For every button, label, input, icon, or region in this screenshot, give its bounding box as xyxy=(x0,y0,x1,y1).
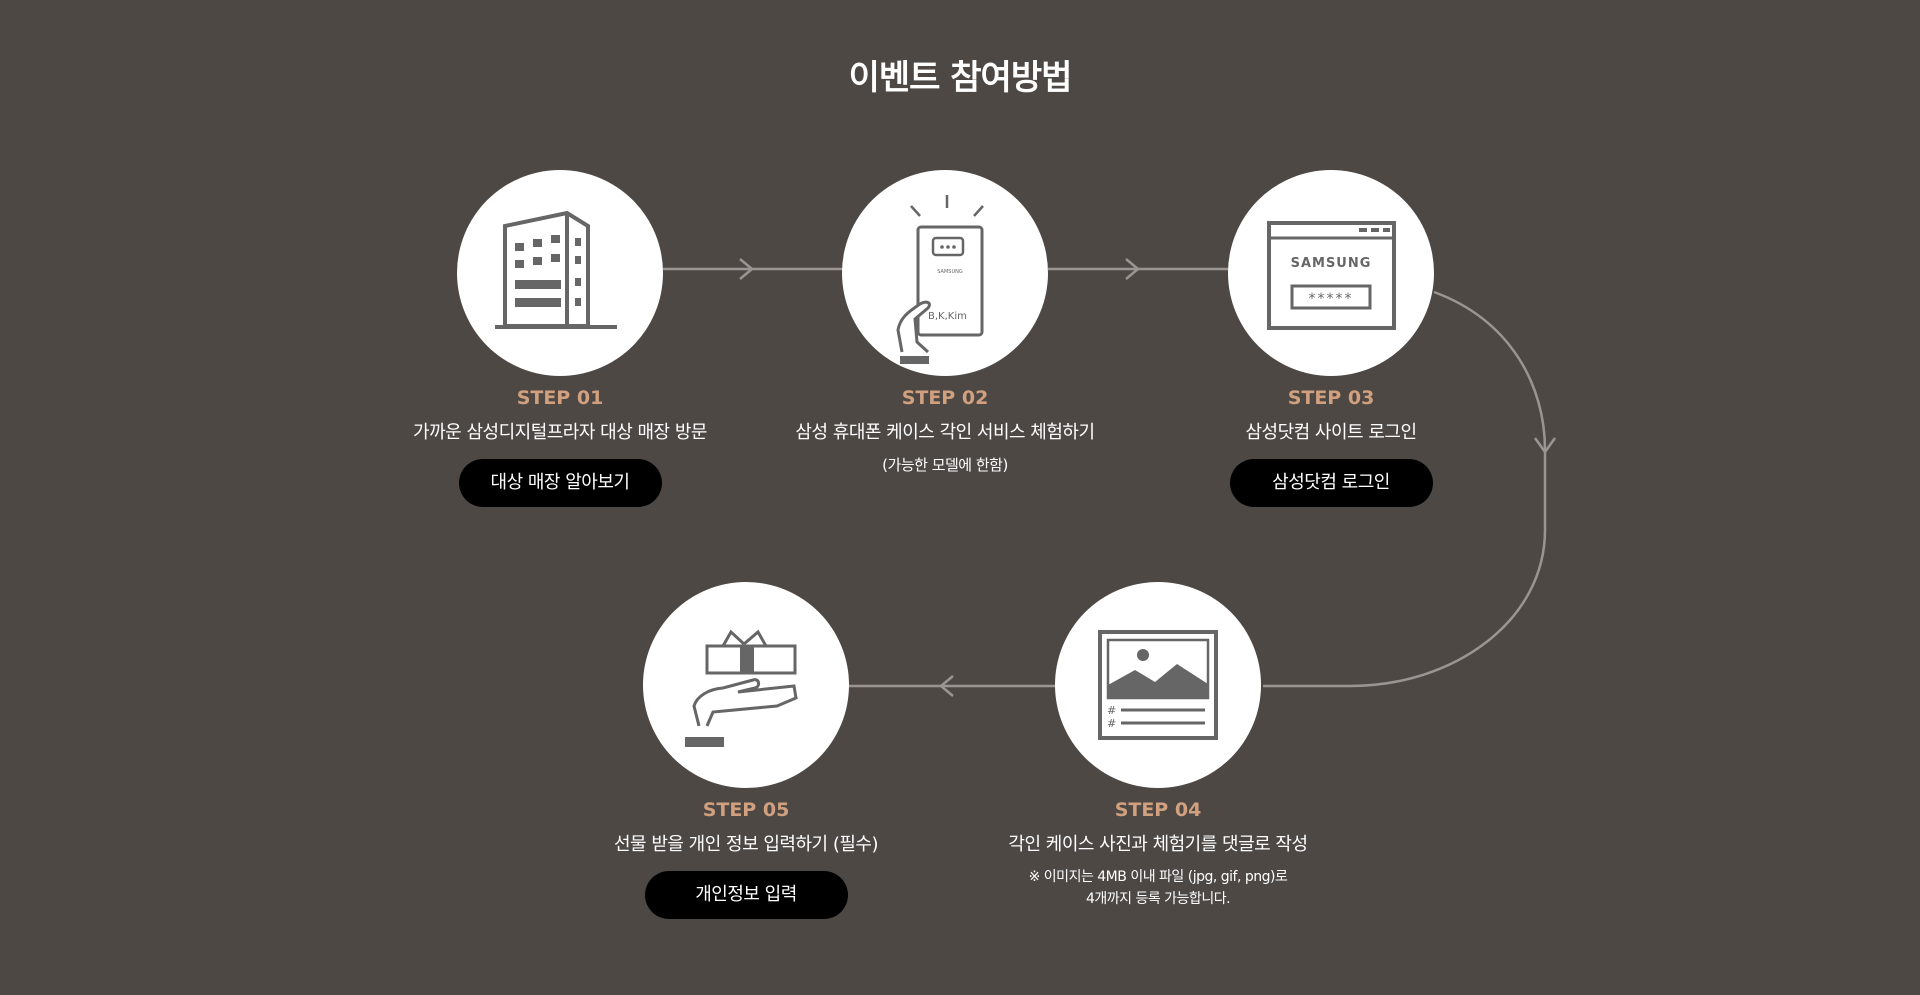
step-02-note: (가능한 모델에 한함) xyxy=(882,456,1008,474)
svg-text:#: # xyxy=(1107,717,1116,730)
page-title: 이벤트 참여방법 xyxy=(848,58,1073,98)
arrow-right-icon xyxy=(1125,258,1140,280)
building-icon xyxy=(495,210,617,329)
step-01: STEP 01 가까운 삼성디지털프라자 대상 매장 방문 대상 매장 알아보기 xyxy=(360,170,760,507)
arrow-down-icon xyxy=(1533,437,1557,455)
svg-text:B,K,Kim: B,K,Kim xyxy=(928,311,967,322)
find-stores-button[interactable]: 대상 매장 알아보기 xyxy=(458,459,662,507)
step-03: SAMSUNG ***** STEP 03 삼성닷컴 사이트 로그인 삼성닷컴 … xyxy=(1131,170,1531,507)
step-02: SAMSUNG B,K,Kim STEP 02 삼성 휴대폰 케이스 각인 서비… xyxy=(745,170,1145,476)
step-03-label: STEP 03 xyxy=(1287,387,1375,409)
step-03-circle: SAMSUNG ***** xyxy=(1228,170,1434,376)
gift-icon xyxy=(685,629,798,747)
step-04-note: ※ 이미지는 4MB 이내 파일 (jpg, gif, png)로 4개까지 등… xyxy=(958,866,1358,910)
step-05-label: STEP 05 xyxy=(702,799,790,821)
personal-info-button[interactable]: 개인정보 입력 xyxy=(644,871,848,919)
photo-post-icon: # # xyxy=(1098,630,1218,740)
step-04: # # STEP 04 각인 케이스 사진과 체험기를 댓글로 작성 ※ 이미지… xyxy=(958,582,1358,910)
step-02-description: 삼성 휴대폰 케이스 각인 서비스 체험하기 xyxy=(795,422,1095,443)
svg-text:*****: ***** xyxy=(1309,291,1354,307)
step-04-label: STEP 04 xyxy=(1114,799,1202,821)
step-05-description: 선물 받을 개인 정보 입력하기 (필수) xyxy=(614,834,879,855)
svg-text:SAMSUNG: SAMSUNG xyxy=(1291,256,1372,271)
step-05-circle xyxy=(643,582,849,788)
step-01-label: STEP 01 xyxy=(516,387,604,409)
connector-curve-3-4 xyxy=(1263,290,1547,688)
step-02-label: STEP 02 xyxy=(901,387,989,409)
step-05: STEP 05 선물 받을 개인 정보 입력하기 (필수) 개인정보 입력 xyxy=(546,582,946,919)
step-02-circle: SAMSUNG B,K,Kim xyxy=(842,170,1048,376)
step-01-description: 가까운 삼성디지털프라자 대상 매장 방문 xyxy=(413,422,707,443)
arrow-right-icon xyxy=(739,258,754,280)
step-04-circle: # # xyxy=(1055,582,1261,788)
step-04-note-line-2: 4개까지 등록 가능합니다. xyxy=(1085,891,1231,907)
arrow-left-icon xyxy=(939,675,954,697)
step-01-circle xyxy=(457,170,663,376)
step-04-description: 각인 케이스 사진과 체험기를 댓글로 작성 xyxy=(1008,834,1308,855)
svg-text:#: # xyxy=(1107,704,1116,717)
svg-text:SAMSUNG: SAMSUNG xyxy=(937,269,963,275)
step-03-description: 삼성닷컴 사이트 로그인 xyxy=(1245,422,1417,443)
samsung-login-icon: SAMSUNG ***** xyxy=(1267,221,1396,330)
samsung-login-button[interactable]: 삼성닷컴 로그인 xyxy=(1229,459,1433,507)
step-04-note-line-1: ※ 이미지는 4MB 이내 파일 (jpg, gif, png)로 xyxy=(1028,869,1288,885)
phone-engraving-icon: SAMSUNG B,K,Kim xyxy=(896,195,984,364)
